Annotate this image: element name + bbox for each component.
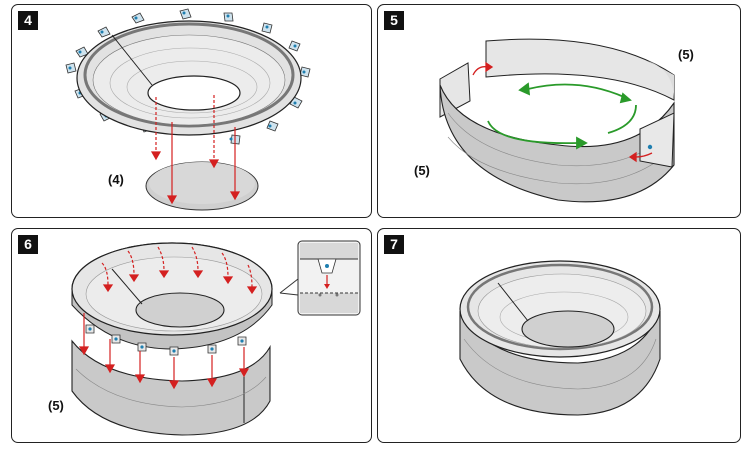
step-4-illustration [65,8,311,211]
step-5-part-label-left: (5) [414,163,430,178]
assembly-arrows [150,95,241,205]
step-4-panel: 4 [11,4,372,218]
step-5-illustration [439,38,675,203]
step-7-panel: 7 [377,228,741,443]
step-6-panel: 6 [11,228,372,443]
step-4-badge: 4 [18,11,38,30]
step-6-illustration [71,240,361,436]
detail-inset [279,240,361,316]
step-5-badge: 5 [384,11,404,30]
arena-ring-hole [147,75,241,111]
step-7-illustration [459,260,661,416]
step-5-part-label-top: (5) [678,47,694,62]
step-5-panel: 5 (5) (5) [377,4,741,218]
fold-arrows [101,246,258,295]
step-6-part-label: (5) [48,398,64,413]
join-arrows [472,61,653,163]
step-4-part-label: (4) [108,172,124,187]
attach-arrows [78,313,250,390]
tab-dot-icon [647,144,653,150]
step-6-badge: 6 [18,235,38,254]
ring-tabs [65,8,311,145]
step-7-badge: 7 [384,235,404,254]
assembled-wall [459,310,661,416]
rotate-arrows [487,82,637,150]
